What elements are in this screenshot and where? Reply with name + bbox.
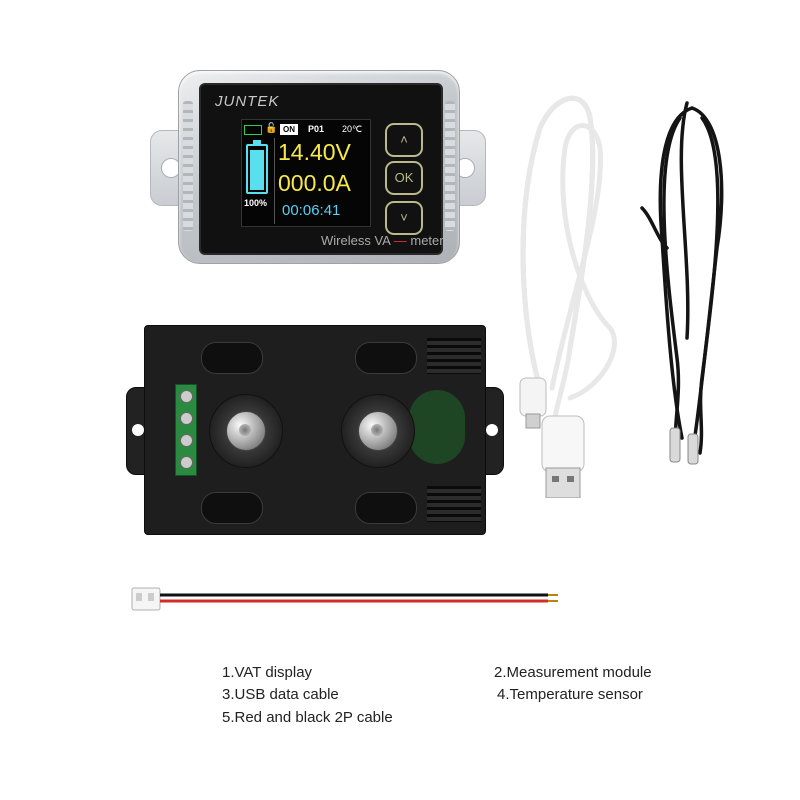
mount-hole (486, 424, 498, 436)
lcd-divider (274, 138, 275, 224)
terminal-screw (180, 390, 193, 403)
shunt-terminal-right (341, 394, 415, 468)
caption-dash: — (393, 233, 407, 248)
program-label: P01 (308, 124, 325, 134)
legend-item-3: 3.USB data cable (222, 686, 339, 703)
usb-data-cable (519, 95, 617, 498)
vent-slots (427, 486, 481, 522)
usb-a-plug (541, 415, 585, 473)
terminal-screw (180, 434, 193, 447)
terminal-block (175, 384, 197, 476)
lcd-status-bar: 🔓 ON P01 20℃ (244, 123, 368, 137)
ok-key[interactable]: OK (385, 161, 423, 195)
module-window (355, 492, 417, 524)
legend-item-2: 2.Measurement module (494, 664, 652, 681)
module-window (355, 342, 417, 374)
bezel-ribs (183, 101, 193, 231)
sensor-probe (687, 433, 699, 465)
display-bezel: JUNTEK 🔓 ON P01 20℃ 100% 14.40V 000.0A 0… (178, 70, 460, 264)
device-caption: Wireless VA — meter (321, 233, 444, 248)
legend-item-4: 4.Temperature sensor (497, 686, 643, 703)
battery-level-icon (246, 140, 268, 194)
caption-left: Wireless VA (321, 233, 391, 248)
legend-item-1: 1.VAT display (222, 664, 313, 681)
micro-usb-plug (519, 377, 547, 417)
temperature-sensor (640, 101, 724, 465)
bezel-ribs (445, 101, 455, 231)
voltage-readout: 14.40V (278, 139, 351, 165)
module-housing (144, 325, 486, 535)
down-key[interactable]: ˅ (385, 201, 423, 235)
lcd-screen: 🔓 ON P01 20℃ 100% 14.40V 000.0A 00:06:41 (241, 119, 371, 227)
shunt-terminal-left (209, 394, 283, 468)
terminal-screw (180, 456, 193, 469)
legend-item-5: 5.Red and black 2P cable (222, 709, 393, 726)
module-window (201, 492, 263, 524)
red-black-2p-cable (131, 587, 558, 611)
on-badge: ON (280, 124, 298, 135)
measurement-module (126, 325, 504, 535)
vat-display: JUNTEK 🔓 ON P01 20℃ 100% 14.40V 000.0A 0… (150, 70, 486, 264)
display-front-panel: JUNTEK 🔓 ON P01 20℃ 100% 14.40V 000.0A 0… (199, 83, 444, 255)
sensor-probe (669, 427, 681, 463)
elapsed-time-readout: 00:06:41 (282, 202, 341, 219)
current-readout: 000.0A (278, 170, 351, 196)
temperature-readout: 20℃ (342, 124, 363, 134)
battery-percent: 100% (244, 198, 268, 208)
mount-hole (132, 424, 144, 436)
small-battery-icon (244, 125, 262, 135)
circuit-board (409, 390, 465, 464)
caption-right: meter (410, 233, 444, 248)
terminal-screw (180, 412, 193, 425)
brand-logo: JUNTEK (215, 93, 280, 110)
vent-slots (427, 338, 481, 374)
terminal-bolt (358, 411, 398, 451)
lock-icon: 🔓 (265, 123, 278, 134)
battery-fill (250, 150, 264, 190)
battery-cap (253, 140, 261, 144)
up-key[interactable]: ˄ (385, 123, 423, 157)
module-window (201, 342, 263, 374)
terminal-bolt (226, 411, 266, 451)
